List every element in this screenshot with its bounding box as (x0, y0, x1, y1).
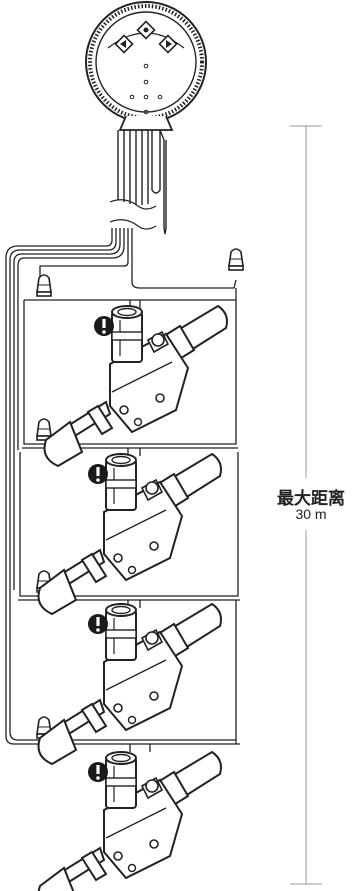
max-distance-value: 30 m (295, 506, 327, 522)
wire-connector-icon (228, 248, 244, 271)
wire-connector-icon (36, 274, 52, 297)
cable-break (109, 219, 157, 230)
max-distance-label: 最大距离 (277, 489, 345, 509)
solenoid-valve-4 (37, 751, 222, 891)
cable-break (109, 199, 157, 210)
wire-harness (5, 228, 240, 752)
controller-hub (85, 1, 207, 131)
solenoid-valve-1 (43, 305, 228, 467)
cable-bundle (117, 129, 167, 235)
dimension-line-icon (290, 125, 322, 885)
solenoid-valve-2 (37, 453, 222, 615)
